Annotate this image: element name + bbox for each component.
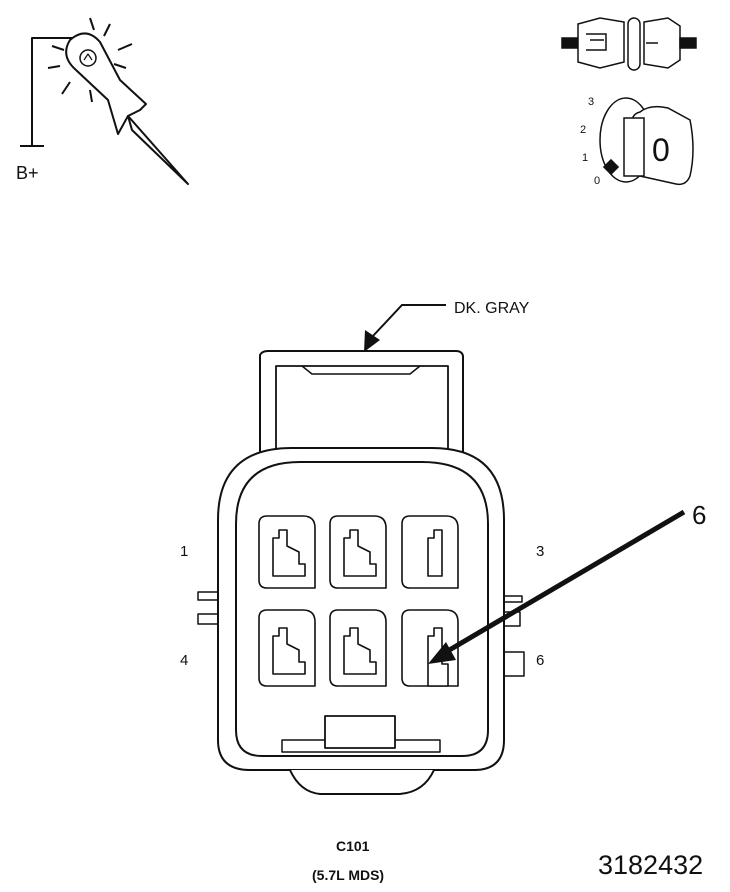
ignition-key-position-label: 0 xyxy=(652,132,670,168)
ignition-position-0: 0 xyxy=(594,175,601,187)
ignition-key-icon xyxy=(599,97,694,186)
connector-disconnect-icon xyxy=(561,17,697,71)
cavity-5 xyxy=(329,609,387,687)
pin-6-callout-arrow xyxy=(428,509,686,664)
b-plus-label: B+ xyxy=(16,163,39,183)
pin-label-1: 1 xyxy=(180,543,189,560)
ignition-position-3: 3 xyxy=(588,96,595,108)
connector-name: C101 xyxy=(336,838,370,854)
figure-number: 3182432 xyxy=(598,850,704,880)
cavity-1 xyxy=(258,515,316,589)
cavity-6 xyxy=(401,609,459,687)
cavity-4 xyxy=(258,609,316,687)
ignition-position-2: 2 xyxy=(580,124,587,136)
callout-label: 6 xyxy=(692,500,707,530)
cavity-3 xyxy=(401,515,459,589)
pin-label-6: 6 xyxy=(536,652,545,669)
ignition-position-1: 1 xyxy=(582,152,589,164)
wire-color-label: DK. GRAY xyxy=(454,300,530,317)
pin-label-4: 4 xyxy=(180,652,189,669)
cavity-2 xyxy=(329,515,387,589)
test-light-probe-icon xyxy=(20,17,189,185)
pin-label-3: 3 xyxy=(536,543,545,560)
connector-variant: (5.7L MDS) xyxy=(312,867,385,883)
wire-color-leader xyxy=(364,304,446,352)
cavity-grid xyxy=(258,515,459,687)
